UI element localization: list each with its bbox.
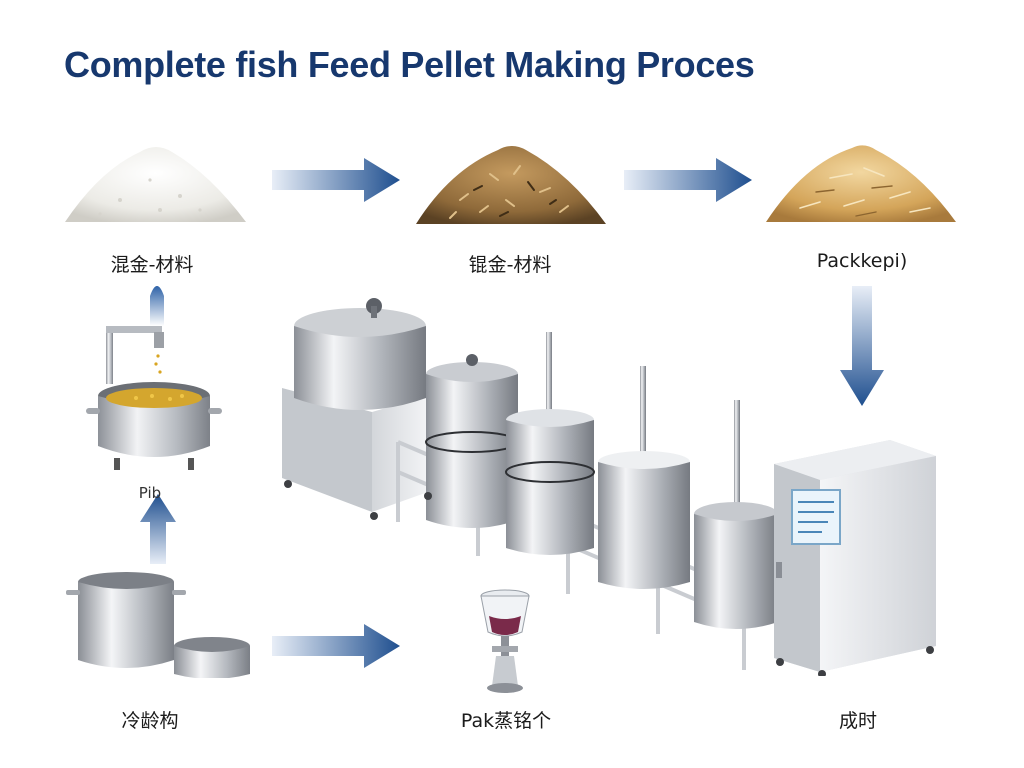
brown-grain-pile-icon — [416, 146, 606, 224]
packing-machine-label: 成时 — [838, 710, 878, 732]
down-arrow-icon — [840, 286, 884, 406]
golden-straw-pile-icon — [766, 145, 956, 222]
raw-straw-label: Packkepi) — [816, 250, 908, 272]
right-arrow-icon — [272, 158, 400, 202]
up-arrow-icon — [150, 286, 164, 326]
right-arrow-icon — [272, 624, 400, 668]
right-arrow-icon — [624, 158, 752, 202]
white-powder-pile-icon — [65, 147, 246, 222]
filter-label: Pak蒸铭个 — [460, 710, 552, 732]
mixer-label: Pib — [138, 484, 162, 502]
raw-grain-label: 锟金-材料 — [468, 254, 552, 276]
steel-tank-line-icon — [282, 298, 778, 670]
raw-powder-label: 混金-材料 — [110, 254, 194, 276]
steel-pots-icon — [66, 572, 250, 678]
mixing-pot-icon — [86, 326, 222, 470]
diagram-title: Complete fish Feed Pellet Making Proces — [64, 44, 755, 85]
up-arrow-icon — [140, 494, 176, 564]
pots-label: 冷龄构 — [121, 710, 179, 732]
glass-filter-icon — [480, 589, 530, 693]
packing-cabinet-icon — [774, 440, 936, 676]
